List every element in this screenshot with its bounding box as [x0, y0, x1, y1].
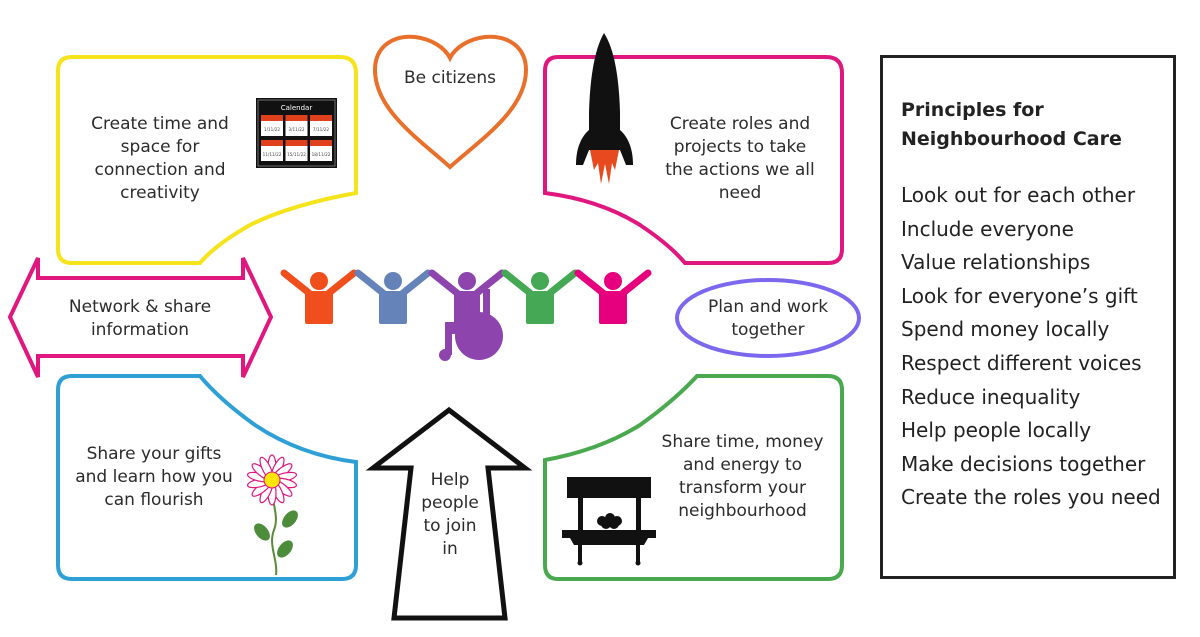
principle-item: Value relationships	[901, 250, 1091, 275]
text-line: information	[90, 320, 190, 340]
calendar-title: Calendar	[281, 104, 313, 112]
principles-list: Look out for each other Include everyone…	[901, 179, 1161, 515]
text-line: projects to take	[673, 137, 807, 157]
text-line: transform your	[679, 478, 806, 498]
principle-item: Reduce inequality	[901, 384, 1081, 409]
principle-item: Make decisions together	[901, 451, 1146, 476]
box-bottom-right-text: Share time, money and energy to transfor…	[650, 431, 835, 523]
calendar-date: 15/11/22	[287, 152, 306, 157]
text-line: the actions we all	[665, 160, 815, 180]
principle-item: Help people locally	[901, 418, 1092, 443]
text-line: Share your gifts	[86, 444, 222, 464]
box-bottom-right	[543, 374, 844, 581]
calendar-day: 7/11/22	[310, 115, 332, 136]
calendar-date: 11/11/22	[263, 152, 282, 157]
double-arrow-text: Network & share information	[50, 296, 230, 342]
text-line: need	[718, 183, 762, 203]
calendar-day: 11/11/22	[261, 140, 283, 161]
text-line: creativity	[120, 183, 200, 203]
text-line: can flourish	[104, 490, 204, 510]
calendar-day: 3/11/22	[285, 115, 308, 136]
flower-icon	[246, 454, 298, 576]
principles-panel: Principles for Neighbourhood Care Look o…	[880, 55, 1176, 579]
text-line: Help	[430, 470, 470, 490]
calendar-date: 1/11/22	[264, 127, 280, 132]
heart-text: Be citizens	[404, 68, 496, 88]
person-figure	[280, 269, 358, 324]
calendar-date: 7/11/22	[313, 127, 329, 132]
people-holding-hands-icon	[280, 269, 652, 361]
text-line: in	[442, 539, 458, 559]
text-line: connection and	[94, 160, 226, 180]
text-line: to join	[423, 516, 477, 536]
title-line: Neighbourhood Care	[901, 128, 1122, 150]
calendar-day: 15/11/22	[285, 140, 308, 161]
principle-item: Respect different voices	[901, 350, 1142, 375]
principles-title: Principles for Neighbourhood Care	[901, 96, 1122, 154]
text-line: Network & share	[68, 297, 212, 317]
box-top-right-text: Create roles and projects to take the ac…	[642, 113, 838, 205]
rocket-icon	[576, 33, 633, 184]
box-top-left-text: Create time and space for connection and…	[70, 113, 250, 205]
text-line: Create time and	[91, 114, 229, 134]
text-line: Plan and work	[707, 297, 829, 317]
market-stall-icon	[562, 477, 656, 566]
text-line: space for	[120, 137, 200, 157]
principle-item: Include everyone	[901, 216, 1074, 241]
title-line: Principles for	[901, 99, 1044, 121]
box-bottom-left-text: Share your gifts and learn how you can f…	[66, 443, 242, 512]
ellipse-text: Plan and work together	[688, 296, 848, 342]
calendar-date: 18/11/22	[312, 152, 331, 157]
calendar-date: 3/11/22	[288, 127, 304, 132]
principle-item: Look out for each other	[901, 183, 1136, 207]
box-bottom-left	[56, 374, 358, 581]
person-figure	[354, 269, 432, 324]
text-line: and learn how you	[75, 467, 233, 487]
calendar-day: 1/11/22	[261, 115, 283, 136]
person-figure	[501, 269, 579, 324]
text-line: Create roles and	[669, 114, 811, 134]
ellipse-plan	[675, 278, 861, 358]
calendar-day: 18/11/22	[310, 140, 332, 161]
person-figure	[428, 269, 506, 361]
text-line: neighbourhood	[678, 501, 807, 521]
heart-icon	[372, 34, 529, 170]
principle-item: Create the roles you need	[901, 485, 1161, 510]
text-line: together	[731, 320, 805, 340]
double-arrow	[7, 257, 274, 378]
person-figure	[574, 269, 652, 324]
principle-item: Spend money locally	[901, 317, 1110, 342]
principle-item: Look for everyone’s gift	[901, 283, 1138, 308]
text-line: Share time, money	[661, 432, 824, 452]
text-line: people	[421, 493, 479, 513]
calendar-icon: Calendar 1/11/22 3/11/22 7/11/22 11/11/22 15…	[256, 98, 337, 168]
up-arrow	[365, 406, 533, 621]
up-arrow-text: Help people to join in	[409, 469, 491, 561]
text-line: and energy to	[682, 455, 803, 475]
